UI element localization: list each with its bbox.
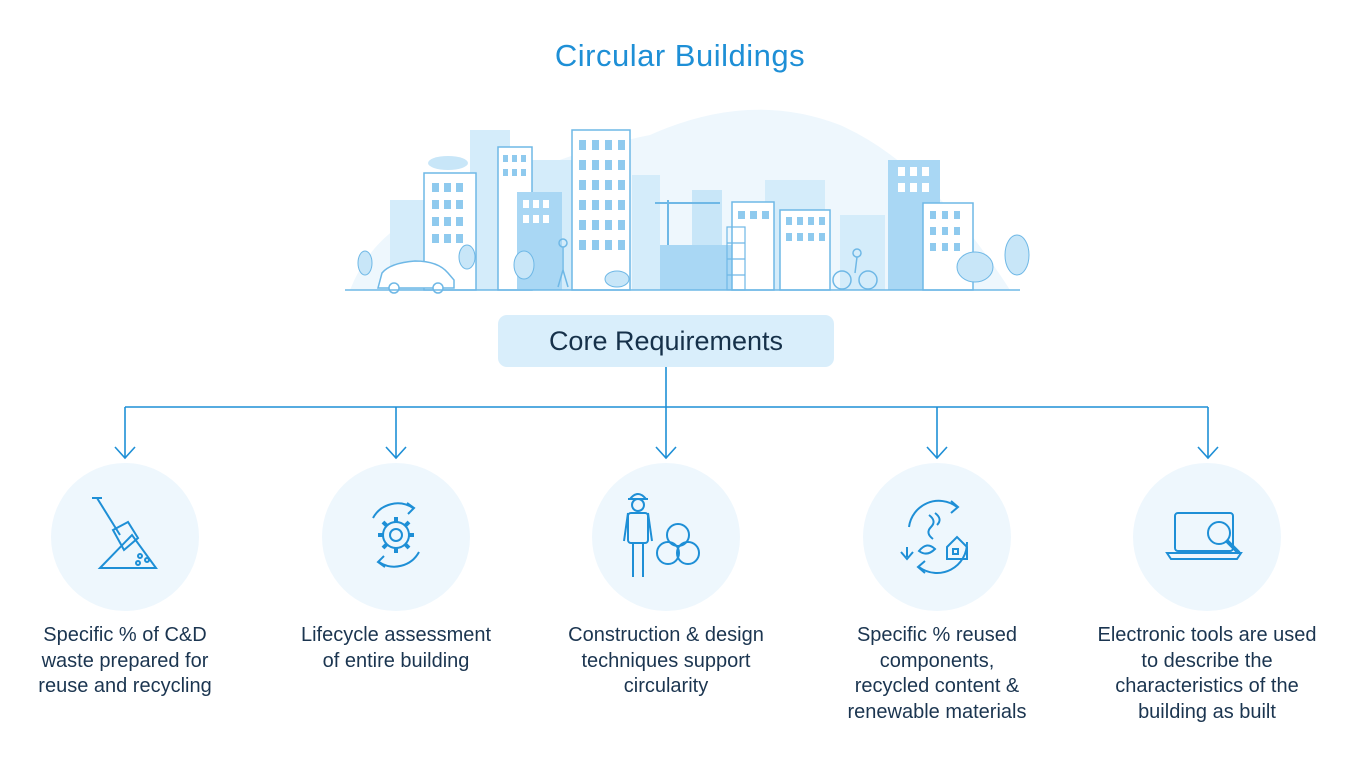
- label-line: components,: [879, 649, 995, 672]
- requirement-electronic-tools: Electronic tools are used to describe th…: [1072, 463, 1342, 725]
- label-line: recycled content &: [854, 675, 1020, 697]
- shovel-soil-icon: [80, 490, 170, 585]
- requirement-icon-circle: [592, 463, 740, 611]
- requirement-label: Lifecycle assessment of entire building: [261, 623, 531, 674]
- page-title: Circular Buildings: [554, 38, 806, 73]
- label-line: Specific % reused: [856, 624, 1018, 646]
- requirements-connector-lines: [114, 367, 1219, 460]
- requirement-label: Specific % reused components, recycled c…: [802, 623, 1072, 725]
- label-line: reuse and recycling: [38, 675, 212, 697]
- requirement-reused-components: Specific % reused components, recycled c…: [802, 463, 1072, 725]
- core-requirements-box: Core Requirements: [498, 315, 834, 367]
- label-line: Electronic tools are used: [1097, 624, 1317, 646]
- requirement-icon-circle: [51, 463, 199, 611]
- recycle-house-icon: [889, 487, 985, 588]
- worker-materials-icon: [616, 485, 716, 590]
- requirement-icon-circle: [863, 463, 1011, 611]
- label-line: renewable materials: [847, 700, 1027, 723]
- city-skyline-illustration: [345, 109, 1030, 294]
- requirement-icon-circle: [1133, 463, 1281, 611]
- requirement-construction-design: Construction & design techniques support…: [531, 463, 801, 700]
- laptop-search-icon: [1159, 487, 1255, 588]
- requirement-icon-circle: [322, 463, 470, 611]
- label-line: circularity: [623, 675, 709, 697]
- label-line: Lifecycle assessment: [300, 624, 492, 646]
- requirement-waste-recycling: Specific % of C&D waste prepared for reu…: [0, 463, 260, 700]
- label-line: building as built: [1138, 700, 1276, 723]
- requirement-label: Electronic tools are used to describe th…: [1072, 623, 1342, 725]
- core-requirements-label: Core Requirements: [548, 325, 784, 356]
- requirement-label: Construction & design techniques support…: [531, 623, 801, 700]
- label-line: characteristics of the: [1115, 675, 1299, 697]
- label-line: techniques support: [581, 649, 751, 672]
- label-line: of entire building: [322, 649, 470, 672]
- label-line: Construction & design: [568, 624, 764, 646]
- requirement-label: Specific % of C&D waste prepared for reu…: [0, 623, 260, 700]
- requirement-lifecycle-assessment: Lifecycle assessment of entire building: [261, 463, 531, 674]
- label-line: Specific % of C&D: [43, 624, 207, 646]
- label-line: waste prepared for: [41, 649, 209, 672]
- gear-cycle-icon: [351, 490, 441, 585]
- label-line: to describe the: [1141, 649, 1273, 672]
